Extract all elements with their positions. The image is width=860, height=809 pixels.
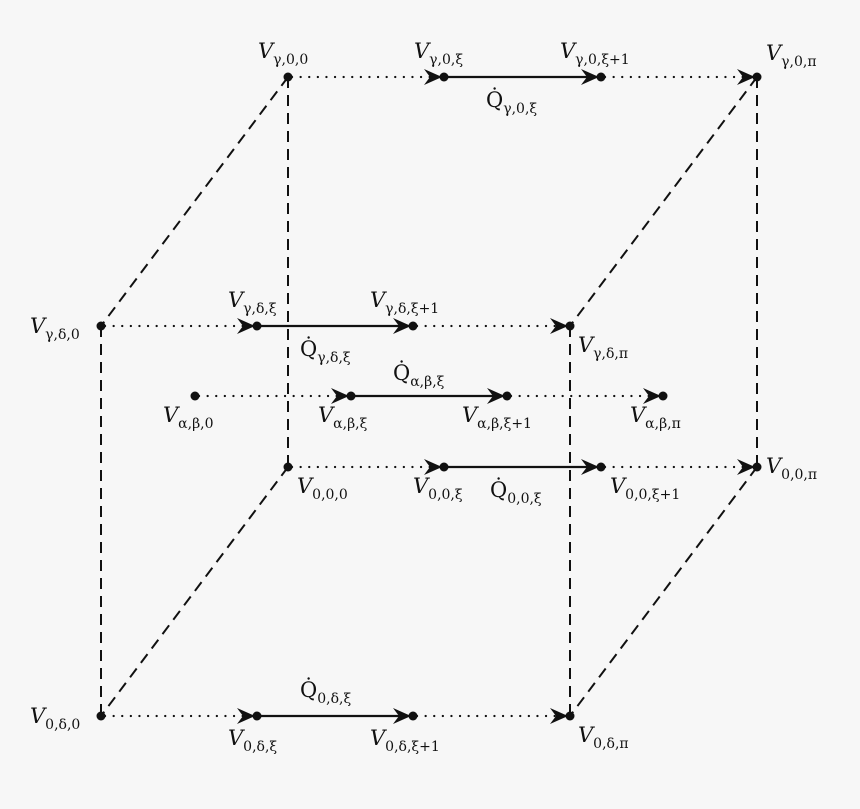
node-label: Vγ,0,π: [766, 41, 817, 70]
node-dot: [565, 321, 575, 331]
node-dot: [658, 391, 668, 401]
node-dot: [96, 711, 106, 721]
arrowhead-icon: [550, 318, 568, 334]
node-dot: [752, 462, 762, 472]
dashed-edge: [569, 466, 758, 717]
node-label: V0,δ,0: [30, 704, 80, 733]
node-label: Vα,β,ξ: [318, 403, 368, 432]
node-label: Vγ,0,ξ: [414, 39, 463, 68]
edges-layer: [100, 69, 758, 724]
node-dot: [346, 391, 356, 401]
node-dot: [439, 462, 449, 472]
flow-label: Q̇γ,δ,ξ: [300, 337, 351, 366]
node-dot: [252, 321, 262, 331]
node-label: V0,δ,π: [578, 723, 629, 752]
node-dot: [283, 72, 293, 82]
arrowhead-icon: [550, 708, 568, 724]
arrowhead-icon: [237, 318, 255, 334]
dashed-edge: [100, 466, 289, 717]
nodes-layer: [96, 72, 762, 721]
node-label: Vγ,δ,0: [30, 314, 80, 343]
node-dot: [565, 711, 575, 721]
node-label: V0,0,0: [297, 474, 348, 503]
node-label: V0,0,ξ: [413, 474, 463, 503]
dashed-edge: [100, 76, 289, 327]
node-label: Vγ,0,ξ+1: [560, 39, 630, 68]
arrowhead-icon: [393, 318, 411, 334]
arrowhead-icon: [424, 459, 442, 475]
arrowhead-icon: [237, 708, 255, 724]
arrowhead-icon: [331, 388, 349, 404]
arrowhead-icon: [424, 69, 442, 85]
node-dot: [752, 72, 762, 82]
node-dot: [408, 321, 418, 331]
node-dot: [283, 462, 293, 472]
arrowhead-icon: [737, 459, 755, 475]
dashed-edge: [569, 76, 758, 327]
node-label: Vα,β,ξ+1: [462, 403, 532, 432]
arrowhead-icon: [393, 708, 411, 724]
flow-label: Q̇0,0,ξ: [490, 478, 542, 507]
node-label: V0,0,π: [766, 454, 817, 483]
node-label: V0,δ,ξ: [228, 726, 277, 755]
node-dot: [596, 72, 606, 82]
node-dot: [408, 711, 418, 721]
node-dot: [596, 462, 606, 472]
node-dot: [502, 391, 512, 401]
flow-label: Q̇α,β,ξ: [393, 361, 445, 390]
arrowhead-icon: [487, 388, 505, 404]
arrowhead-icon: [643, 388, 661, 404]
node-label: Vα,β,0: [163, 403, 214, 432]
arrowhead-icon: [581, 69, 599, 85]
node-label: Vγ,δ,π: [578, 333, 628, 362]
node-dot: [439, 72, 449, 82]
arrowhead-icon: [737, 69, 755, 85]
node-label: V0,0,ξ+1: [610, 474, 680, 503]
flow-label: Q̇γ,0,ξ: [486, 88, 537, 117]
node-label: Vγ,0,0: [258, 39, 308, 68]
flow-label: Q̇0,δ,ξ: [300, 678, 351, 707]
node-label: Vγ,δ,ξ: [228, 288, 277, 317]
node-label: Vγ,δ,ξ+1: [370, 288, 439, 317]
node-dot: [96, 321, 106, 331]
arrowhead-icon: [581, 459, 599, 475]
node-label: Vα,β,π: [630, 403, 681, 432]
node-dot: [190, 391, 200, 401]
node-label: V0,δ,ξ+1: [370, 726, 440, 755]
node-dot: [252, 711, 262, 721]
